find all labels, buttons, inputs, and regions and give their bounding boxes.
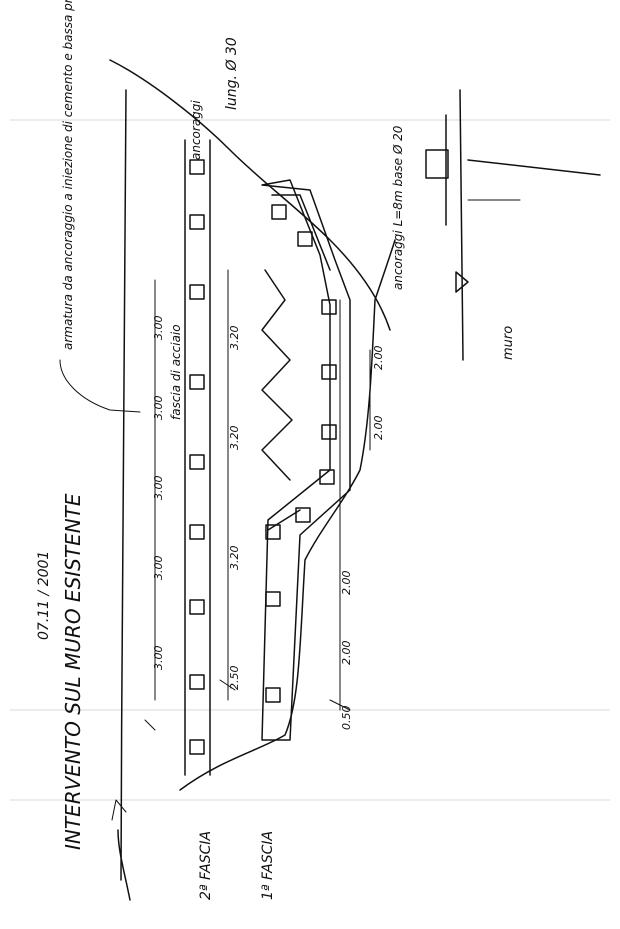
wall-detail-section: [425, 89, 601, 361]
anchor-head: [189, 524, 205, 540]
dim-label: 2.00: [340, 571, 353, 596]
anchor-head: [321, 299, 337, 315]
dims-bottom-row: 2.00 2.00 2.00 2.00 0.50: [340, 346, 385, 731]
anchor-head: [189, 374, 205, 390]
dim-label: 2.00: [340, 641, 353, 666]
anchor-head: [189, 674, 205, 690]
anchor-head: [321, 424, 337, 440]
anchor-head: [189, 599, 205, 615]
anchor-head: [189, 159, 205, 175]
wall-note: muro: [501, 326, 516, 360]
anchor-head: [189, 284, 205, 300]
anchor-head: [265, 687, 281, 703]
leader-arrow: [59, 359, 141, 413]
dims-top-row: 3.00 3.00 3.00 3.00 3.00: [152, 316, 165, 671]
band-2: [184, 139, 211, 776]
steel-beam-note: fascia di acciaio: [169, 324, 183, 420]
anchor-head: [319, 469, 335, 485]
anchor-head: [265, 524, 281, 540]
dim-label: 3.00: [152, 476, 165, 501]
dim-label: 3.00: [152, 556, 165, 581]
dims-mid-row: 3.20 3.20 3.20 2.50: [228, 326, 241, 691]
band-2-label: 2ª FASCIA: [198, 831, 214, 900]
dim-label: 3.20: [228, 326, 241, 351]
terrain-line: [179, 239, 396, 791]
dim-label: 3.00: [152, 316, 165, 341]
paper-ruling: [10, 119, 610, 801]
length-top-note: lung. Ø 30: [224, 37, 240, 110]
date-text: 07.11 / 2001: [36, 551, 52, 640]
dim-label: 0.50: [340, 706, 353, 731]
anchors-bottom-note: ancoraggi L=8m base Ø 20: [391, 125, 405, 290]
dim-label: 3.00: [152, 396, 165, 421]
reinforcement-note: armatura da ancoraggio a iniezione di ce…: [61, 0, 75, 350]
anchor-head: [297, 231, 313, 247]
dim-label: 3.00: [152, 646, 165, 671]
existing-wall-lines: [109, 59, 391, 901]
dim-label: 3.20: [228, 426, 241, 451]
dim-label: 2.50: [228, 666, 241, 691]
anchors-top-note: ancoraggi: [189, 100, 203, 160]
damage-zigzag: [261, 269, 293, 481]
anchor-head: [265, 591, 281, 607]
anchor-head: [321, 364, 337, 380]
dim-label: 2.00: [372, 346, 385, 371]
anchor-head: [271, 204, 287, 220]
anchor-head: [189, 739, 205, 755]
dim-label: 3.20: [228, 546, 241, 571]
anchor-head: [189, 454, 205, 470]
band-1-label: 1ª FASCIA: [260, 831, 276, 900]
anchor-head: [189, 214, 205, 230]
band-1: [261, 179, 351, 741]
dimension-lines: [144, 269, 371, 731]
title-text: INTERVENTO SUL MURO ESISTENTE: [61, 493, 85, 850]
dim-label: 2.00: [372, 416, 385, 441]
anchor-head: [295, 507, 311, 523]
